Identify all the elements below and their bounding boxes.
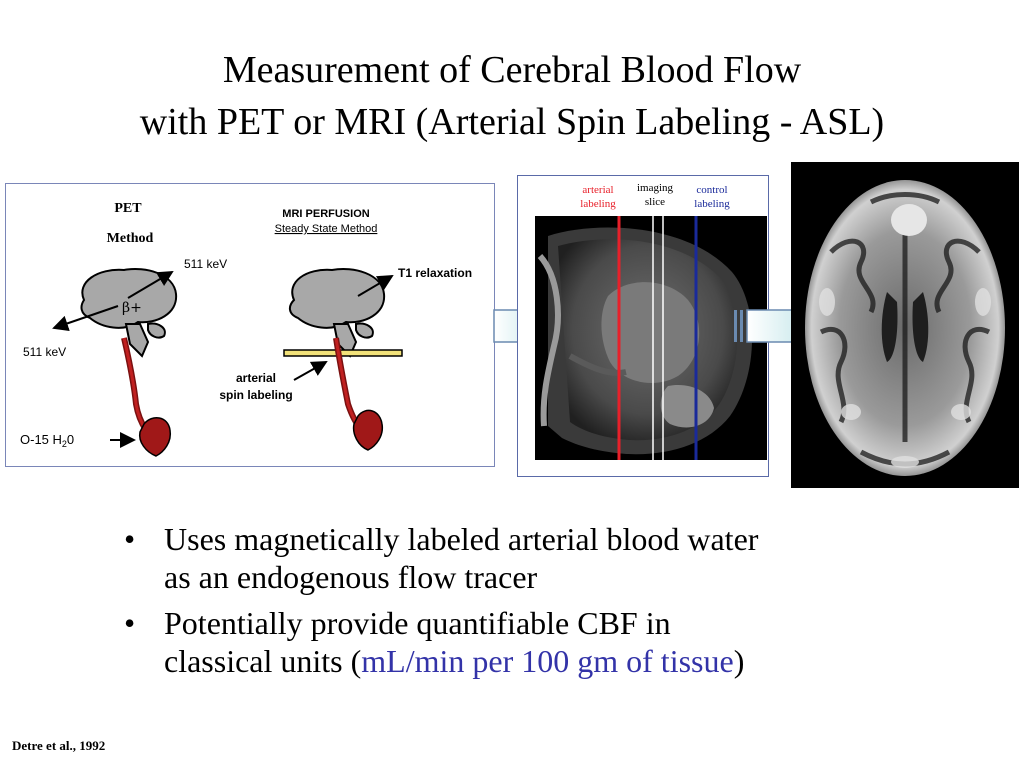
gamma-arrow-top	[127, 270, 174, 299]
slide-title: Measurement of Cerebral Blood Flow with …	[0, 44, 1024, 148]
energy-label-top: 511 keV	[184, 257, 227, 271]
pet-mri-schematic-panel: PET Method β+ 511 keV 511 keV O-15 H20 M…	[5, 183, 495, 467]
gamma-arrow-left	[52, 305, 119, 332]
asl-arrow	[293, 361, 328, 381]
ventricles	[881, 292, 929, 362]
bullet-2-line-1: Potentially provide quantifiable CBF in	[164, 605, 671, 641]
gyri-pattern	[819, 192, 991, 467]
pet-method-label: Method	[107, 231, 154, 246]
units-prefix: classical units (	[164, 643, 362, 679]
energy-label-left: 511 keV	[23, 345, 66, 359]
beta-plus-label: β+	[122, 300, 142, 316]
cbf-units: mL/min per 100 gm of tissue	[361, 643, 734, 679]
t1-relaxation-label: T1 relaxation	[398, 266, 472, 280]
mri-brain-icon	[288, 268, 386, 358]
high-flow-region	[891, 204, 927, 236]
citation: Detre et al., 1992	[12, 738, 106, 753]
title-line-1: Measurement of Cerebral Blood Flow	[222, 49, 802, 91]
mri-head-image	[537, 227, 753, 455]
pet-heart-icon	[138, 417, 172, 457]
pet-heading: PET	[114, 201, 142, 216]
bullet-1-line-2: as an endogenous flow tracer	[164, 559, 538, 595]
bullet-list: • Uses magnetically labeled arterial blo…	[118, 520, 938, 688]
bullet-item-2: • Potentially provide quantifiable CBF i…	[118, 604, 938, 680]
labeling-plane-bar	[283, 349, 403, 357]
sagittal-mri-figure: arterial labeling imaging slice control …	[517, 175, 769, 477]
t1-arrow	[357, 274, 394, 297]
arterial-labeling-label-2: labeling	[580, 198, 616, 210]
bullet-2-line-2: classical units (mL/min per 100 gm of ti…	[164, 642, 938, 680]
mri-perfusion-heading: MRI PERFUSION	[282, 208, 369, 220]
bullet-symbol: •	[124, 605, 136, 641]
bullet-symbol: •	[124, 521, 136, 557]
asl-label-line1: arterial	[236, 371, 276, 385]
bullet-1-line-1: Uses magnetically labeled arterial blood…	[164, 521, 759, 557]
tracer-label: O-15 H20	[20, 432, 74, 449]
imaging-slice-label-2: slice	[645, 196, 665, 208]
imaging-slice-label: imaging	[637, 182, 674, 194]
pet-artery-core	[122, 337, 148, 431]
asl-label-line2: spin labeling	[219, 388, 292, 402]
bullet-item-1: • Uses magnetically labeled arterial blo…	[118, 520, 938, 596]
perfusion-map-image	[791, 162, 1019, 488]
title-line-2: with PET or MRI (Arterial Spin Labeling …	[139, 101, 885, 143]
cortex-highlights	[819, 288, 991, 468]
control-labeling-label-2: labeling	[694, 198, 730, 210]
units-suffix: )	[733, 643, 745, 679]
control-labeling-label: control	[696, 184, 727, 196]
steady-state-heading: Steady State Method	[275, 223, 378, 235]
arterial-labeling-label: arterial	[582, 184, 613, 196]
mri-heart-icon	[352, 409, 384, 451]
